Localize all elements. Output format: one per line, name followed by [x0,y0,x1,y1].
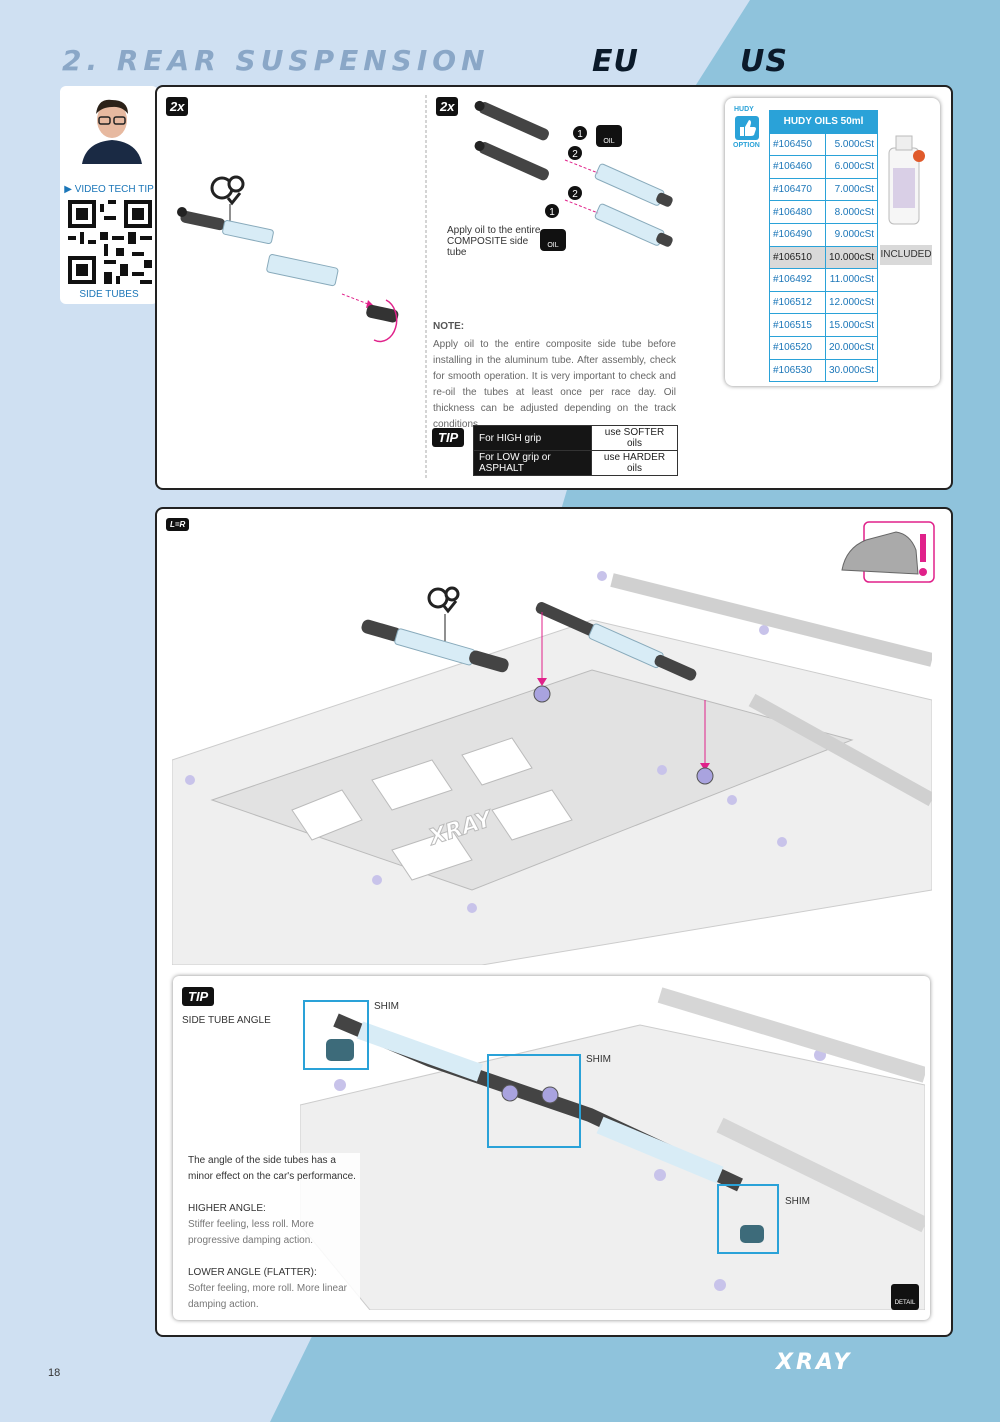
note-title: NOTE: [433,321,465,332]
tip-badge-2: TIP [182,987,215,1006]
angle-explanation: The angle of the side tubes has a minor … [188,1153,360,1313]
page-number: 18 [48,1367,61,1379]
callout-1: 1 [577,129,583,140]
note-body: Apply oil to the entire composite side t… [433,339,676,430]
left-equals-right-badge: L=R [166,518,190,531]
lower-angle-title: LOWER ANGLE (FLATTER): [188,1267,317,1278]
side-tube-angle-title: SIDE TUBE ANGLE [182,1015,271,1026]
callout-2b: 2 [572,189,578,200]
portrait-image [76,92,148,164]
shim-label-3: SHIM [785,1196,810,1207]
higher-angle-title: HIGHER ANGLE: [188,1203,266,1214]
video-tip-caption: SIDE TUBES [79,289,139,300]
callout-2: 2 [572,149,578,160]
svg-text:OIL: OIL [547,242,558,249]
included-label: INCLUDED [880,245,932,265]
eu-logo: EU [592,44,639,79]
apply-oil-note: Apply oil to the entire COMPOSITE side t… [447,225,541,258]
video-tech-tip-card[interactable]: ▶ VIDEO TECH TIP SIDE TUBES [60,86,158,304]
grease-icon [210,175,245,234]
svg-text:OIL: OIL [603,138,614,145]
callout-1b: 1 [549,207,555,218]
side-tube-angle-illustration [300,987,925,1310]
shim-label-2: SHIM [586,1054,611,1065]
tip-badge: TIP [432,428,465,447]
shim-label-1: SHIM [374,1001,399,1012]
chassis-assembly-illustration: XRAY [172,571,932,965]
hudy-brand: HUDY [734,106,754,113]
page-title: 2. REAR SUSPENSION [62,44,490,77]
quantity-badge-step2: 2x [436,97,459,116]
us-logo: US [740,44,788,79]
carpet-surface-icon [841,521,935,583]
xray-logo: XRAY [776,1350,853,1375]
quantity-badge-step1: 2x [166,97,189,116]
oil-bottle-image [888,135,925,225]
qr-code[interactable] [68,200,152,284]
oil-application-illustration: 1 2 2 1 OIL OIL [474,100,673,251]
higher-angle-body: Stiffer feeling, less roll. More progres… [188,1219,314,1246]
detail-icon: DETAIL [891,1284,919,1310]
thumbs-up-icon [735,116,759,140]
oil-bottle-icon-2: OIL [540,229,566,251]
grease-icon [427,586,460,642]
oil-table-title: HUDY OILS 50ml [768,110,879,134]
side-tube-assembly-illustration [177,175,399,343]
panel-divider [425,95,427,480]
angle-intro: The angle of the side tubes has a minor … [188,1155,356,1182]
lower-angle-body: Softer feeling, more roll. More linear d… [188,1283,347,1310]
option-label: OPTION [733,142,760,149]
oil-bottle-icon: OIL [596,125,622,147]
video-tech-tip-label: ▶ VIDEO TECH TIP [64,184,154,195]
